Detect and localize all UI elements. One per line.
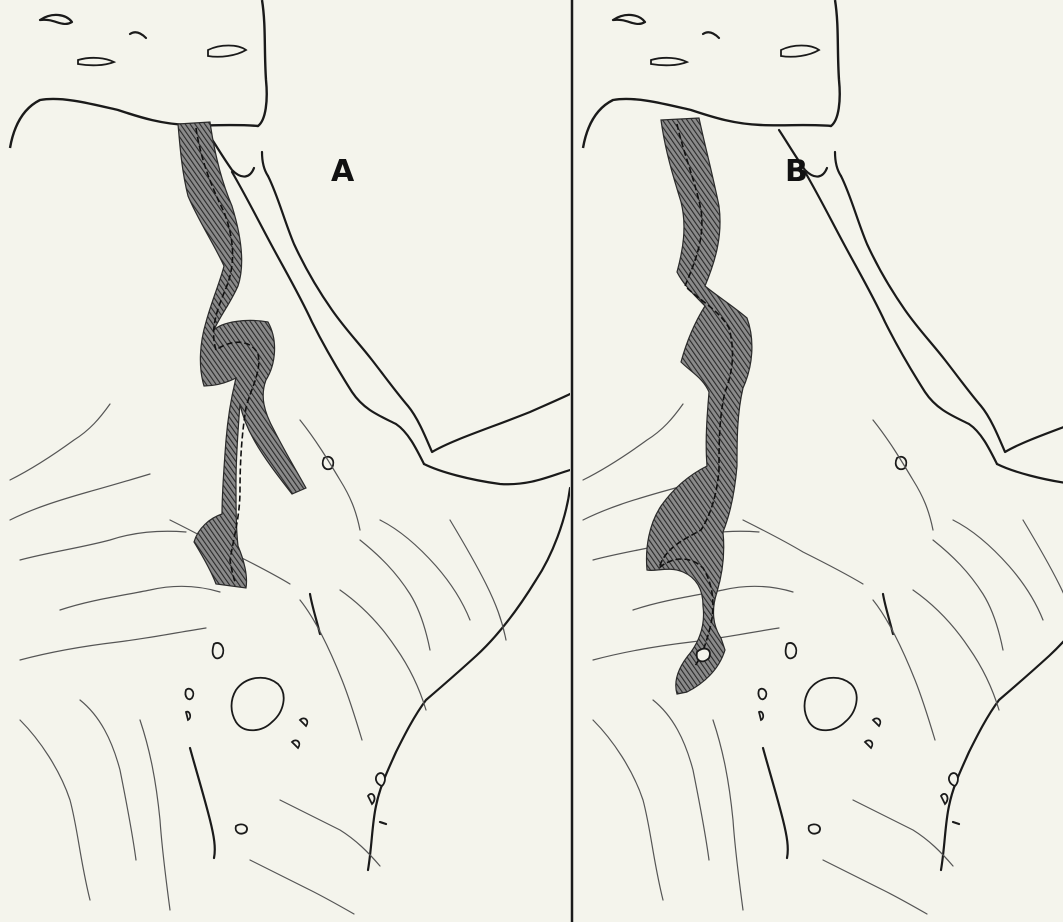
nile-river-a bbox=[195, 127, 260, 585]
nile-river-b bbox=[657, 123, 734, 667]
shaded-range-a bbox=[177, 121, 307, 589]
range-b-lake bbox=[695, 647, 711, 663]
map-panel-a: A bbox=[8, 0, 570, 916]
map-panel-b: B bbox=[581, 0, 1063, 916]
panel-label-b: B bbox=[785, 154, 808, 189]
shaded-range-b bbox=[645, 117, 753, 695]
panel-label-a: A bbox=[331, 154, 355, 189]
